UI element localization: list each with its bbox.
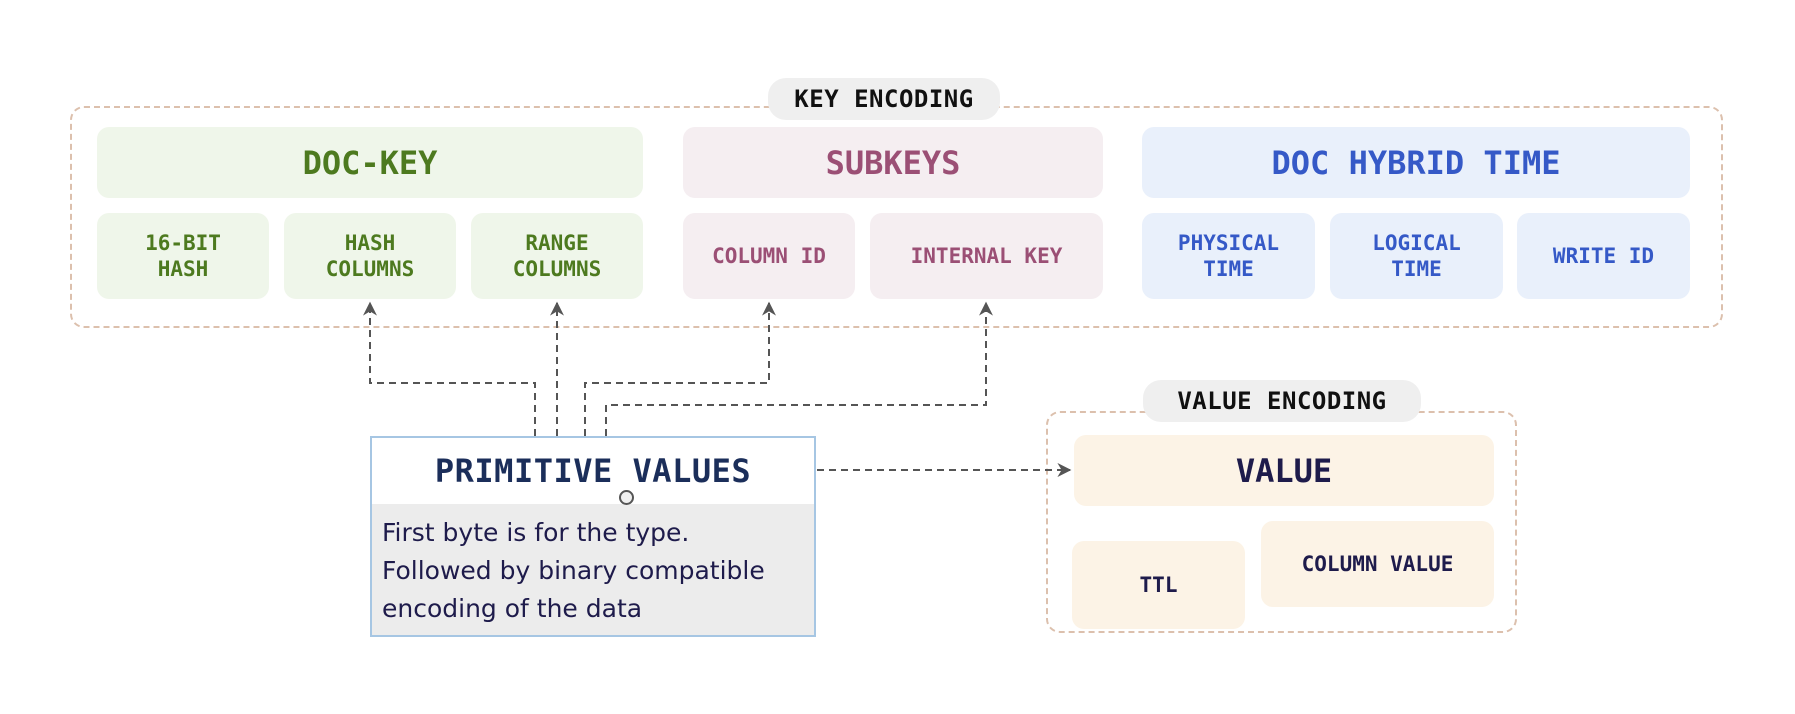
primitive-values-box: PRIMITIVE VALUES First byte is for the t… <box>370 436 816 637</box>
description-line-2: Followed by binary compatible <box>382 556 765 585</box>
doc-key-header: DOC-KEY <box>97 127 643 198</box>
arrow-to-hash-columns <box>363 301 536 436</box>
key-encoding-label: KEY ENCODING <box>768 78 1000 120</box>
doc-hybrid-time-header: DOC HYBRID TIME <box>1142 127 1690 198</box>
primitive-values-description: First byte is for the type. Followed by … <box>372 504 814 635</box>
subkeys-header: SUBKEYS <box>683 127 1103 198</box>
connection-handle[interactable] <box>619 490 634 505</box>
subkeys-part-internal-key: INTERNAL KEY <box>870 213 1103 299</box>
value-part-ttl: TTL <box>1072 541 1245 629</box>
arrow-to-internal-key <box>605 301 993 436</box>
description-line-3: encoding of the data <box>382 594 643 623</box>
doc-hybrid-time-part-write-id: WRITE ID <box>1517 213 1690 299</box>
value-part-column-value: COLUMN VALUE <box>1261 521 1494 607</box>
description-line-1: First byte is for the type. <box>382 518 690 547</box>
subkeys-part-column-id: COLUMN ID <box>683 213 855 299</box>
arrow-to-column-id <box>584 301 776 436</box>
primitive-values-title: PRIMITIVE VALUES <box>434 452 752 490</box>
value-encoding-label: VALUE ENCODING <box>1143 380 1421 422</box>
value-header: VALUE <box>1074 435 1494 506</box>
